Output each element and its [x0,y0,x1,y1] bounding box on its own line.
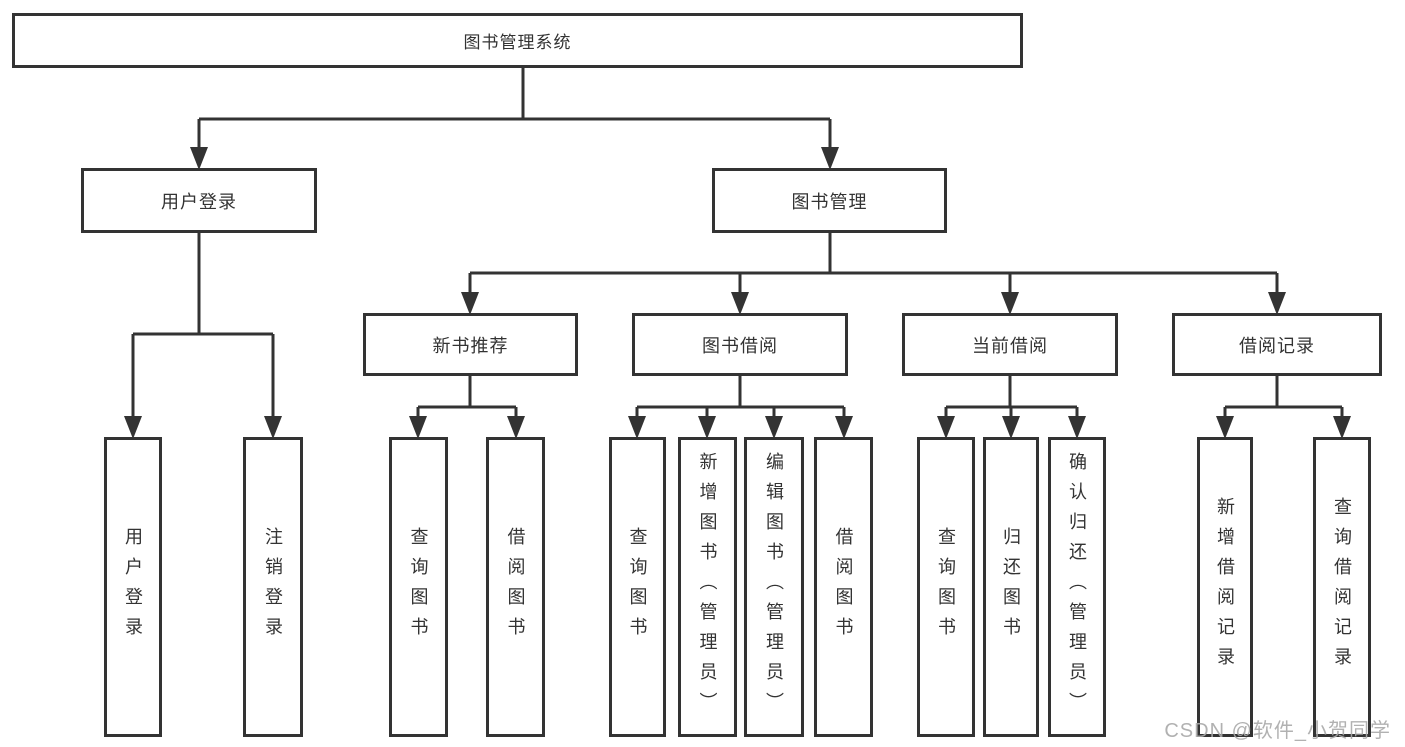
node-label: 新增图书（管理员） [697,452,718,722]
node-book-borrowing: 图书借阅 [632,313,848,376]
connector-book-borrow-to-children [635,376,846,417]
leaf-current-query-books: 查询图书 [917,437,975,737]
leaf-records-add-borrow-record: 新增借阅记录 [1197,437,1253,737]
connector-book-management-to-level3 [468,233,1279,293]
node-borrowing-records: 借阅记录 [1172,313,1382,376]
node-label: 确认归还（管理员） [1067,452,1087,722]
node-label: 查询图书 [627,527,648,647]
node-current-borrowing: 当前借阅 [902,313,1118,376]
node-label: 借阅图书 [505,527,526,647]
watermark-text: CSDN @软件_小贺同学 [1164,720,1391,742]
node-root: 图书管理系统 [12,13,1023,68]
leaf-current-return-books: 归还图书 [983,437,1039,737]
node-label: 图书管理 [791,191,868,212]
node-label: 查询图书 [408,527,429,647]
node-user-login: 用户登录 [81,168,317,233]
leaf-borrowing-add-books-admin: 新增图书（管理员） [678,437,737,737]
node-label: 注销登录 [263,527,283,647]
connector-user-login-to-children [131,233,275,417]
connector-current-borrow-to-children [944,376,1079,417]
connector-borrow-records-to-children [1223,376,1344,417]
arrowheads [124,147,1351,439]
node-label: 新书推荐 [432,335,509,356]
node-new-book-recommendation: 新书推荐 [363,313,578,376]
node-book-management: 图书管理 [712,168,947,233]
node-label: 当前借阅 [972,335,1048,356]
node-label: 借阅图书 [833,527,854,647]
connector-root-to-level2 [197,68,832,148]
node-label: 用户登录 [161,191,237,212]
node-label: 编辑图书（管理员） [764,452,784,722]
node-label: 查询图书 [936,527,956,647]
leaf-logout: 注销登录 [243,437,303,737]
node-label: 归还图书 [1001,527,1021,647]
node-label: 用户登录 [123,527,143,647]
leaf-user-login: 用户登录 [104,437,162,737]
node-label: 图书管理系统 [463,33,572,52]
leaf-borrowing-query-books: 查询图书 [609,437,666,737]
leaf-recommend-borrow-books: 借阅图书 [486,437,545,737]
node-label: 查询借阅记录 [1332,497,1352,677]
connector-new-book-to-children [416,376,518,417]
leaf-current-confirm-return-admin: 确认归还（管理员） [1048,437,1106,737]
leaf-borrowing-borrow-books: 借阅图书 [814,437,873,737]
node-label: 借阅记录 [1239,335,1315,356]
node-label: 新增借阅记录 [1215,497,1235,677]
leaf-recommend-query-books: 查询图书 [389,437,448,737]
leaf-records-query-borrow-record: 查询借阅记录 [1313,437,1371,737]
node-label: 图书借阅 [702,335,778,356]
leaf-borrowing-edit-books-admin: 编辑图书（管理员） [744,437,804,737]
